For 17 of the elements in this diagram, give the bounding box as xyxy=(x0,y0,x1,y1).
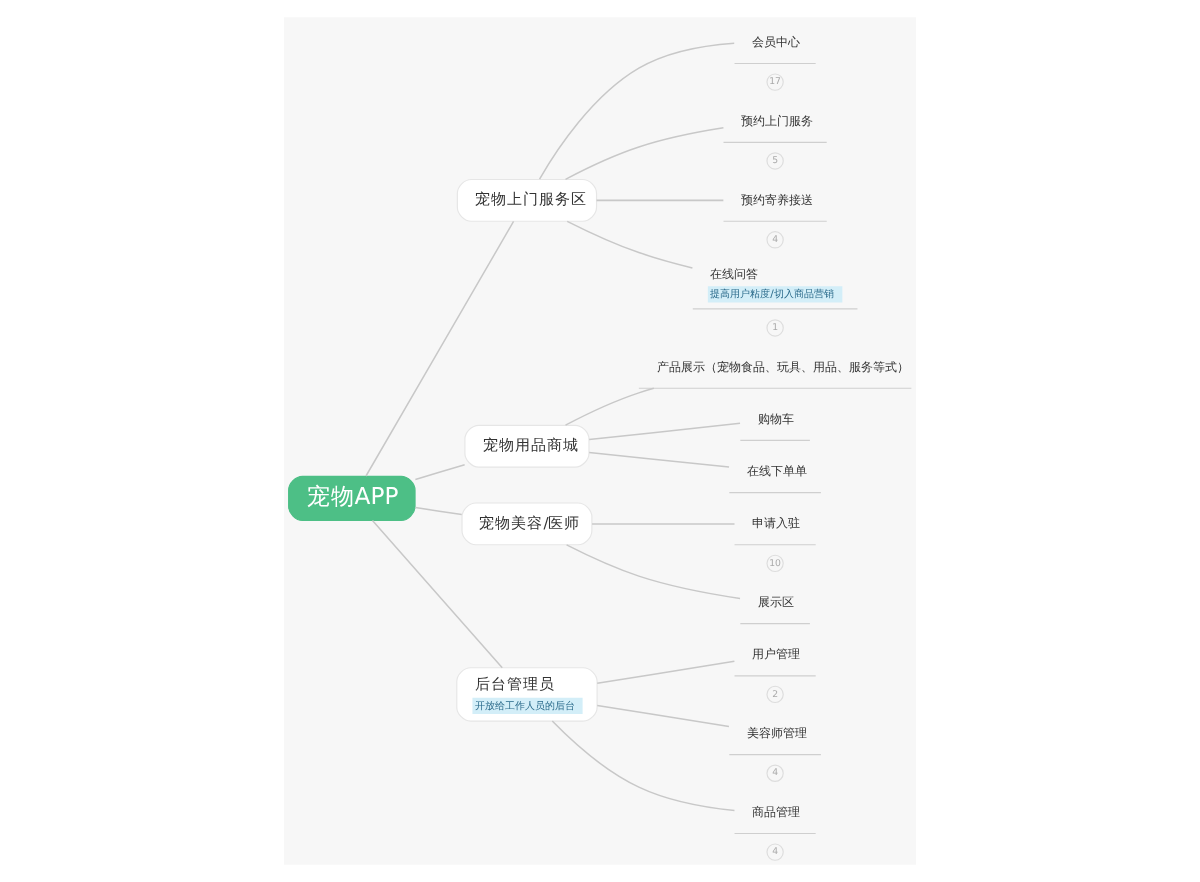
connector xyxy=(566,220,694,269)
connector xyxy=(414,463,466,481)
connector xyxy=(565,544,741,600)
node-box: 宠物APP xyxy=(288,475,416,521)
connector xyxy=(591,523,736,525)
connector xyxy=(596,660,736,685)
connector xyxy=(551,720,736,812)
connector xyxy=(365,220,515,477)
connector xyxy=(538,42,735,180)
connector xyxy=(588,422,741,441)
connector xyxy=(596,704,730,728)
connector xyxy=(564,127,725,181)
connector xyxy=(595,199,725,202)
connector xyxy=(371,519,503,669)
connector xyxy=(564,387,655,426)
connector xyxy=(588,451,730,468)
connector xyxy=(414,506,463,516)
